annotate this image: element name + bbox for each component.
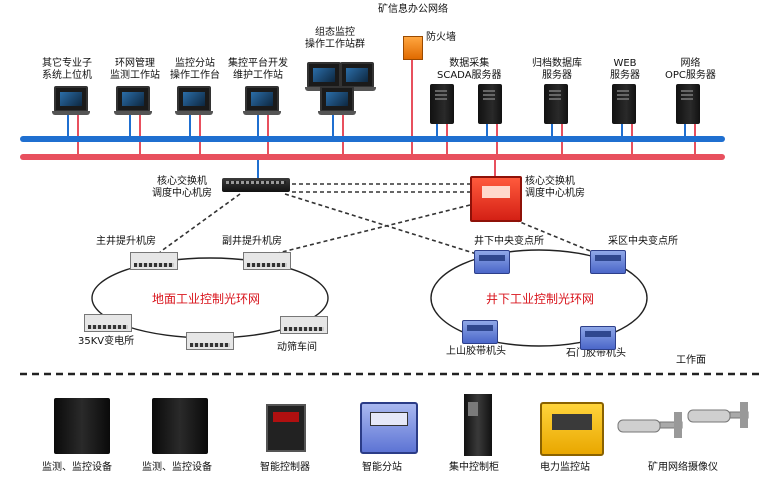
laptop-icon [175, 86, 213, 116]
core-right-line-2: 调度中心机房 [525, 188, 585, 199]
office-network-label: 矿信息办公网络 [378, 4, 448, 15]
device-label-4: 集中控制柜 [449, 462, 499, 473]
power-monitoring-station-icon [540, 402, 604, 456]
server-label-2-line-1: WEB [613, 58, 637, 69]
underground-ring [430, 249, 648, 347]
underground-node-label-3: 石门胶带机头 [566, 348, 626, 359]
server-label-1: 归档数据库 服务器 [532, 58, 582, 82]
underground-switch-icon [590, 250, 626, 274]
server-label-3: 网络 OPC服务器 [665, 58, 716, 82]
surface-node-label-2: 35KV变电所 [78, 336, 135, 347]
laptop-icon [114, 86, 152, 116]
workstation-label-3-line-2: 维护工作站 [233, 70, 283, 81]
firewall-icon [403, 36, 423, 60]
workstation-label-0: 其它专业子 系统上位机 [42, 58, 92, 82]
device-label-6: 矿用网络摄像仪 [648, 462, 718, 473]
workstation-label-1-line-2: 监测工作站 [110, 70, 160, 81]
laptop-icon [243, 86, 281, 116]
workstation-label-3: 集控平台开发 维护工作站 [228, 58, 288, 82]
underground-switch-icon [580, 326, 616, 350]
server-label-0-line-1: 数据采集 [449, 58, 490, 69]
ring-switch-icon [84, 314, 132, 332]
workstation-label-2-line-1: 监控分站 [175, 58, 215, 69]
server-label-1-line-2: 服务器 [542, 70, 572, 81]
config-group-label: 组态监控 操作工作站群 [305, 27, 365, 51]
control-cabinet-icon [464, 394, 492, 456]
server-label-3-line-1: 网络 [680, 58, 701, 69]
surface-ring-title: 地面工业控制光环网 [152, 292, 261, 306]
config-group-line-2: 操作工作站群 [305, 39, 365, 50]
smart-substation-icon [360, 402, 418, 454]
device-label-5: 电力监控站 [540, 462, 590, 473]
underground-node-label-0: 井下中央变点所 [474, 236, 544, 247]
ring-switch-icon [186, 332, 234, 350]
server-label-2: WEB 服务器 [610, 58, 640, 82]
server-tower-icon [430, 84, 454, 124]
server-label-1-line-1: 归档数据库 [532, 58, 582, 69]
server-label-0: 数据采集 SCADA服务器 [437, 58, 502, 82]
server-label-2-line-2: 服务器 [610, 70, 640, 81]
server-tower-icon [612, 84, 636, 124]
ring-switch-icon [130, 252, 178, 270]
device-label-0: 监测、监控设备 [42, 462, 112, 473]
workstation-label-0-line-2: 系统上位机 [42, 70, 92, 81]
underground-switch-icon [462, 320, 498, 344]
device-label-3: 智能分站 [362, 462, 402, 473]
server-tower-icon [544, 84, 568, 124]
surface-node-label-3: 动筛车间 [277, 342, 317, 353]
ring-switch-icon [243, 252, 291, 270]
workstation-label-2-line-2: 操作工作台 [170, 70, 220, 81]
server-tower-icon [478, 84, 502, 124]
server-label-0-line-2: SCADA服务器 [437, 70, 502, 81]
core-right-line-1: 核心交换机 [525, 176, 575, 187]
smart-controller-icon [266, 404, 306, 452]
config-group-line-1: 组态监控 [315, 27, 355, 38]
workstation-label-2: 监控分站 操作工作台 [170, 58, 220, 82]
core-left-line-2: 调度中心机房 [152, 188, 212, 199]
firewall-label: 防火墙 [426, 32, 456, 43]
red-bus [20, 154, 725, 160]
underground-node-label-1: 采区中央变点所 [608, 236, 678, 247]
dashed-links [159, 183, 601, 256]
core-left-line-1: 核心交换机 [157, 176, 207, 187]
surface-node-label-1: 副井提升机房 [222, 236, 282, 247]
laptop-icon [52, 86, 90, 116]
workstation-label-1: 环网管理 监测工作站 [110, 58, 160, 82]
underground-ring-title: 井下工业控制光环网 [486, 292, 595, 306]
mining-camera-icon [617, 402, 749, 438]
workstation-label-3-line-1: 集控平台开发 [228, 58, 288, 69]
laptop-icon [318, 86, 356, 116]
device-label-2: 智能控制器 [260, 462, 310, 473]
blue-drop-lines [67, 104, 686, 138]
workstation-label-0-line-1: 其它专业子 [42, 58, 92, 69]
server-tower-icon [676, 84, 700, 124]
red-drop-lines [77, 104, 696, 156]
monitoring-cabinet-icon [152, 398, 208, 454]
work-face-label: 工作面 [676, 355, 706, 366]
core-explosion-proof-switch-icon [470, 176, 522, 222]
core-switch-icon [222, 178, 290, 192]
workstation-label-1-line-1: 环网管理 [115, 58, 155, 69]
device-label-1: 监测、监控设备 [142, 462, 212, 473]
laptop-icon [338, 62, 376, 92]
blue-bus [20, 136, 725, 142]
underground-switch-icon [474, 250, 510, 274]
server-label-3-line-2: OPC服务器 [665, 70, 716, 81]
surface-node-label-0: 主井提升机房 [96, 236, 156, 247]
underground-node-label-2: 上山胶带机头 [446, 346, 506, 357]
core-right-label: 核心交换机 调度中心机房 [525, 176, 585, 200]
monitoring-cabinet-icon [54, 398, 110, 454]
ring-switch-icon [280, 316, 328, 334]
core-left-label: 核心交换机 调度中心机房 [152, 176, 212, 200]
